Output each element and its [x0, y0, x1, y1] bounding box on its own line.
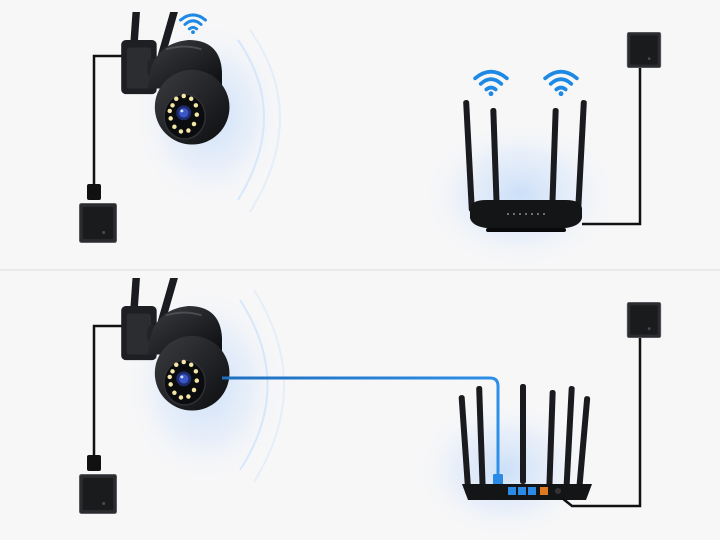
- ethernet-cable: [222, 376, 500, 478]
- router-power-cable: [561, 336, 642, 508]
- power-plug: [87, 455, 101, 471]
- scene-wifi-connection: [79, 12, 662, 270]
- router-power-cable: [582, 66, 642, 226]
- power-plug: [87, 184, 101, 200]
- signal-arc: [239, 299, 269, 471]
- signal-arc: [253, 289, 285, 483]
- wifi-icon: [473, 69, 509, 96]
- wall-outlet-icon: [79, 203, 117, 243]
- signal-arc: [237, 39, 265, 201]
- signal-arc: [249, 29, 281, 213]
- wifi-icon: [543, 69, 579, 96]
- scene-wired-connection: [79, 278, 662, 540]
- router-signal-glow: [420, 120, 620, 270]
- router-icon: [458, 384, 592, 500]
- camera-power-cable: [92, 324, 128, 460]
- wall-outlet-icon: [79, 474, 117, 514]
- camera-power-cable: [92, 54, 128, 190]
- router-icon: [463, 100, 587, 232]
- wall-outlet-icon: [626, 32, 662, 68]
- wall-outlet-icon: [626, 302, 662, 338]
